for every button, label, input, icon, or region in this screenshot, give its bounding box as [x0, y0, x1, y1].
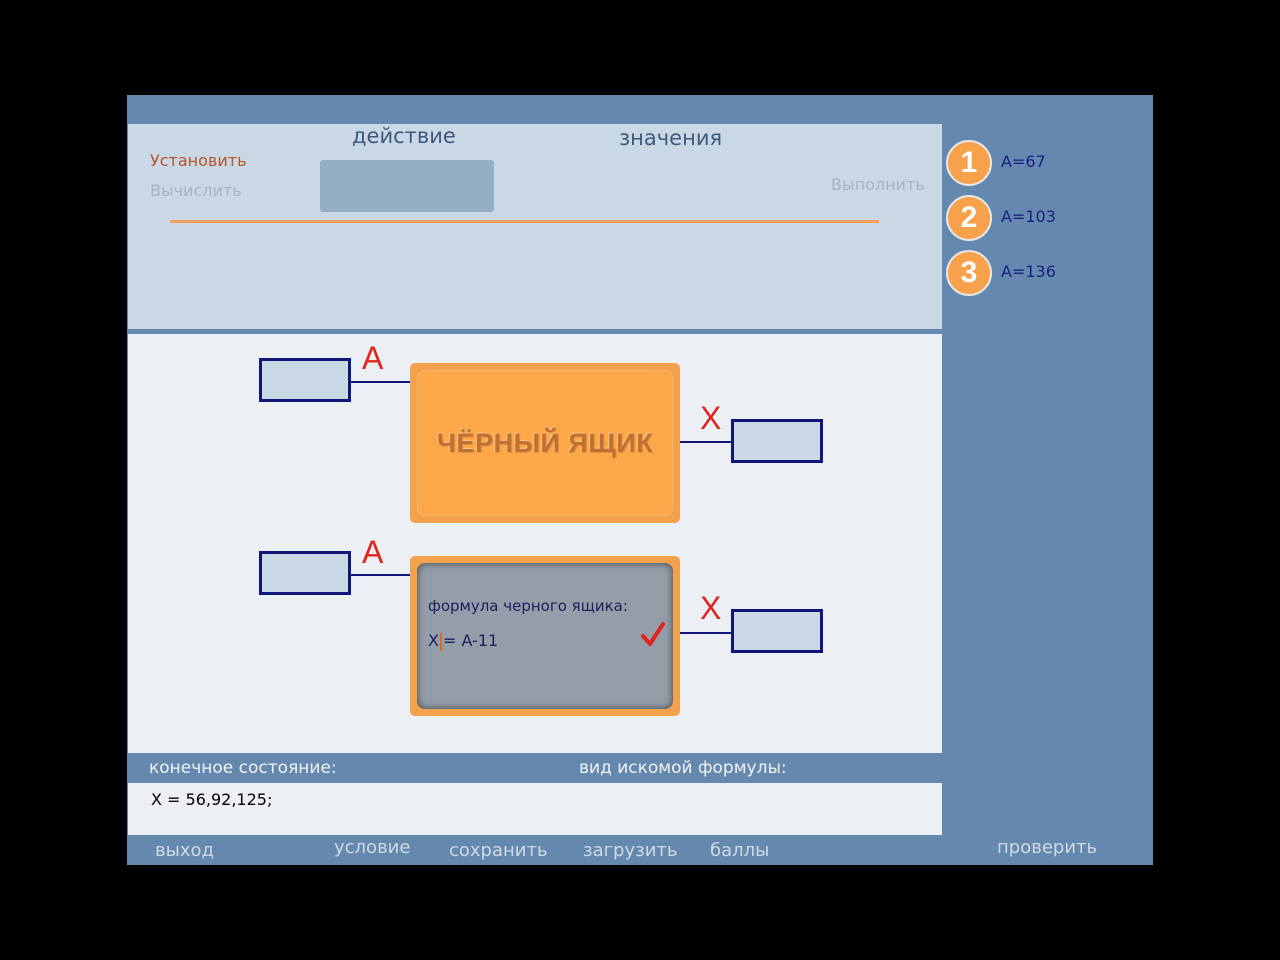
compute-action[interactable]: Вычислить — [150, 181, 242, 200]
step-number-3: 3 — [946, 250, 992, 296]
condition-button[interactable]: условие — [334, 837, 411, 858]
diagram-panel: A ЧЁРНЫЙ ЯЩИК X A формула черного ящика:… — [128, 334, 942, 753]
value-input[interactable] — [320, 160, 494, 212]
step-value-1: A=67 — [1001, 152, 1046, 171]
output-wire-top — [680, 441, 732, 443]
input-label-bottom: A — [362, 534, 384, 570]
separator-line — [170, 220, 879, 223]
formula-rest: = A-11 — [442, 631, 499, 650]
output-wire-bottom — [680, 632, 732, 634]
formula-box: формула черного ящика: X= A-11 — [410, 556, 680, 716]
output-label-top: X — [700, 400, 722, 436]
load-button[interactable]: загрузить — [583, 840, 678, 861]
app-window: действие значения Установить Вычислить В… — [127, 95, 1153, 865]
formula-box-face: формула черного ящика: X= A-11 — [417, 563, 673, 709]
final-state-label: конечное состояние: — [149, 758, 337, 778]
final-state-value: X = 56,92,125; — [151, 790, 273, 809]
values-header: значения — [619, 126, 723, 150]
step-2[interactable]: 2 A=103 — [946, 195, 1126, 243]
run-button[interactable]: Выполнить — [831, 175, 925, 194]
text-caret — [439, 632, 442, 651]
input-label-top: A — [362, 340, 384, 376]
black-box: ЧЁРНЫЙ ЯЩИК — [410, 363, 680, 523]
output-box-bottom[interactable] — [731, 609, 823, 653]
black-box-face: ЧЁРНЫЙ ЯЩИК — [417, 370, 673, 516]
step-value-2: A=103 — [1001, 207, 1056, 226]
input-box-bottom[interactable] — [259, 551, 351, 595]
step-value-3: A=136 — [1001, 262, 1056, 281]
panel-divider — [128, 329, 942, 331]
step-number-2: 2 — [946, 195, 992, 241]
input-box-top[interactable] — [259, 358, 351, 402]
action-header: действие — [352, 124, 456, 148]
black-box-title: ЧЁРНЫЙ ЯЩИК — [436, 427, 654, 458]
formula-input[interactable]: X= A-11 — [428, 631, 498, 651]
output-label-bottom: X — [700, 590, 722, 626]
check-button[interactable]: проверить — [997, 837, 1098, 858]
output-box-top[interactable] — [731, 419, 823, 463]
input-wire-top — [351, 381, 410, 383]
answer-panel: X = 56,92,125; — [128, 783, 942, 835]
status-bar: конечное состояние: вид искомой формулы: — [128, 753, 942, 783]
checkmark-icon — [641, 622, 665, 646]
exit-button[interactable]: выход — [155, 840, 214, 861]
step-3[interactable]: 3 A=136 — [946, 250, 1126, 298]
action-panel: действие значения Установить Вычислить В… — [128, 124, 942, 331]
formula-prefix: X — [428, 631, 439, 650]
step-number-1: 1 — [946, 140, 992, 186]
input-wire-bottom — [351, 574, 410, 576]
save-button[interactable]: сохранить — [449, 840, 548, 861]
set-action[interactable]: Установить — [150, 151, 247, 170]
formula-label: формула черного ящика: — [428, 597, 628, 615]
step-1[interactable]: 1 A=67 — [946, 140, 1126, 188]
score-button[interactable]: баллы — [710, 840, 770, 861]
formula-kind-label: вид искомой формулы: — [579, 758, 787, 778]
